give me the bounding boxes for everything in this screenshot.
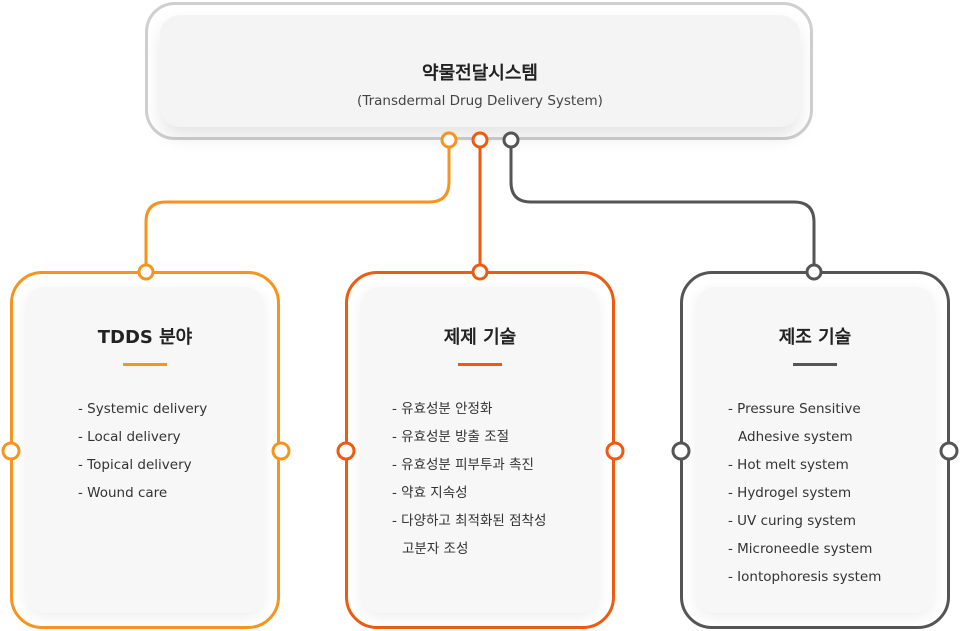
tdds-column-card: TDDS 분야 - Systemic delivery - Local deli… (26, 287, 264, 613)
list-item: 고분자 조성 (402, 541, 469, 557)
list-item: - 약효 지속성 (392, 485, 468, 501)
list-item: - 다양하고 최적화된 점착성 (392, 513, 547, 529)
list-item: - Hot melt system (728, 457, 849, 473)
connector-line-tdds (144, 140, 451, 271)
tdds-title-underline (123, 363, 167, 366)
formulation-title-underline (458, 363, 502, 366)
list-item: - 유효성분 방출 조절 (392, 429, 510, 445)
manufacturing-item-list: - Pressure Sensitive Adhesive system - H… (728, 395, 881, 591)
manufacturing-column-title: 제조 기술 (778, 327, 852, 348)
top-subtitle: (Transdermal Drug Delivery System) (357, 93, 603, 109)
list-item: - Microneedle system (728, 541, 873, 557)
top-box: 약물전달시스템 (Transdermal Drug Delivery Syste… (160, 15, 800, 127)
list-item: - Pressure Sensitive (728, 401, 861, 417)
connector-line-manufacturing (509, 140, 816, 271)
list-item: - Hydrogel system (728, 485, 852, 501)
formulation-column-title: 제제 기술 (443, 327, 517, 348)
list-item: - 유효성분 안정화 (392, 401, 493, 417)
list-item: - Systemic delivery (78, 401, 208, 417)
list-item: - Wound care (78, 485, 168, 501)
formulation-column-card: 제제 기술 - 유효성분 안정화 - 유효성분 방출 조절 - 유효성분 피부투… (361, 287, 599, 613)
list-item: - Local delivery (78, 429, 181, 445)
list-item: - Iontophoresis system (728, 569, 882, 585)
tdds-column-title: TDDS 분야 (97, 327, 193, 348)
list-item: Adhesive system (738, 429, 853, 445)
manufacturing-column-card: 제조 기술 - Pressure Sensitive Adhesive syst… (696, 287, 934, 613)
top-title: 약물전달시스템 (422, 63, 538, 84)
list-item: - Topical delivery (78, 457, 192, 473)
list-item: - UV curing system (728, 513, 857, 529)
manufacturing-title-underline (793, 363, 837, 366)
list-item: - 유효성분 피부투과 촉진 (392, 457, 534, 473)
tdds-item-list: - Systemic delivery - Local delivery - T… (78, 395, 207, 507)
formulation-item-list: - 유효성분 안정화 - 유효성분 방출 조절 - 유효성분 피부투과 촉진 -… (392, 395, 546, 563)
